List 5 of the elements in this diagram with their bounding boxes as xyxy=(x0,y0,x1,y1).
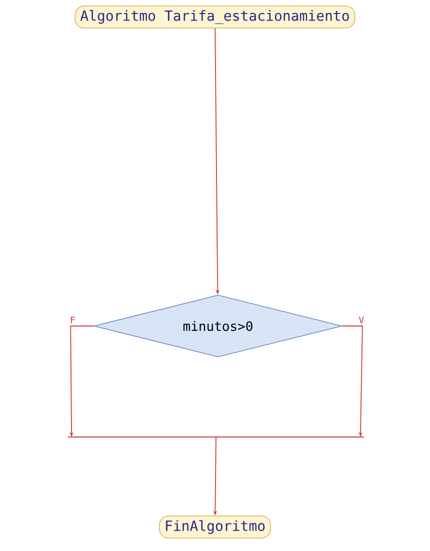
terminal-box: FinAlgoritmo xyxy=(159,516,271,538)
terminal-box: Algoritmo Tarifa_estacionamiento xyxy=(74,6,356,28)
join-line xyxy=(68,436,364,438)
edge-label: V xyxy=(358,316,366,324)
edge-label: F xyxy=(68,316,76,324)
